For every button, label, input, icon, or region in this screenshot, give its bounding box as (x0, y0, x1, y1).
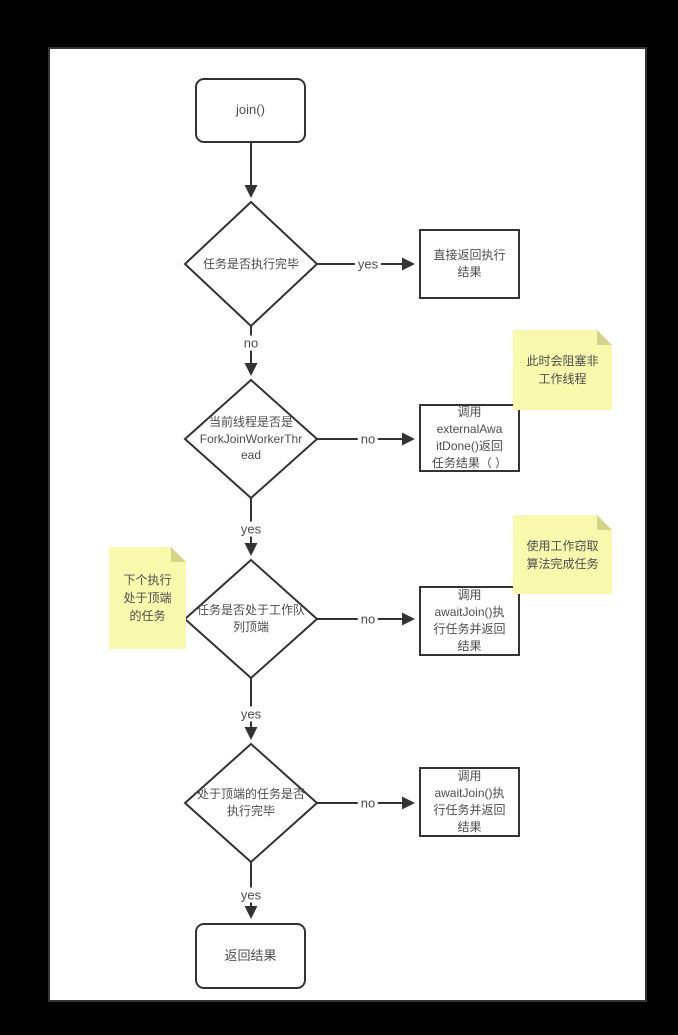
flowchart-canvas: join() 返回结果 任务是否执行完毕 当前线程是否是 ForkJoinWor… (48, 47, 647, 1002)
process-external-await-done: 调用 externalAwa itDone()返回 任务结果（ ） (419, 404, 520, 472)
edge-label-no-1: no (240, 335, 262, 351)
edge-label-no-3: no (357, 611, 379, 627)
decision-top-of-queue-label: 任务是否处于工作队 列顶端 (196, 603, 305, 634)
note-fold-icon (597, 515, 612, 530)
edge-label-yes-2: yes (237, 521, 265, 537)
edge-label-yes-3: yes (237, 706, 265, 722)
note-blocking-non-worker: 此时会阻塞非 工作线程 (513, 330, 612, 410)
edge-label-yes-1: yes (354, 256, 382, 272)
note-work-stealing-text: 使用工作窃取 算法完成任务 (526, 538, 599, 571)
note-work-stealing: 使用工作窃取 算法完成任务 (513, 515, 612, 594)
decision-top-task-done-label: 处于顶端的任务是否 执行完毕 (196, 787, 305, 818)
start-node-join: join() (195, 78, 306, 143)
decision-is-forkjoinworkerthread-label: 当前线程是否是 ForkJoinWorkerThr ead (199, 414, 303, 463)
connector-layer (183, 143, 415, 919)
note-blocking-non-worker-text: 此时会阻塞非 工作线程 (526, 354, 599, 386)
edge-label-no-4: no (357, 795, 379, 811)
process-await-join-2: 调用 awaitJoin()执 行任务并返回 结果 (419, 767, 520, 837)
decision-task-done-label: 任务是否执行完毕 (202, 256, 299, 271)
process-await-join-1: 调用 awaitJoin()执 行任务并返回 结果 (419, 586, 520, 656)
note-fold-icon (597, 330, 612, 345)
edge-label-no-2: no (357, 431, 379, 447)
note-next-top-task: 下个执行 处于顶端 的任务 (109, 547, 186, 649)
note-next-top-task-text: 下个执行 处于顶端 的任务 (123, 573, 172, 623)
edge-label-yes-4: yes (237, 887, 265, 903)
process-return-exec-result: 直接返回执行 结果 (419, 229, 520, 299)
end-node-return-result: 返回结果 (195, 923, 306, 989)
note-fold-icon (171, 547, 186, 562)
